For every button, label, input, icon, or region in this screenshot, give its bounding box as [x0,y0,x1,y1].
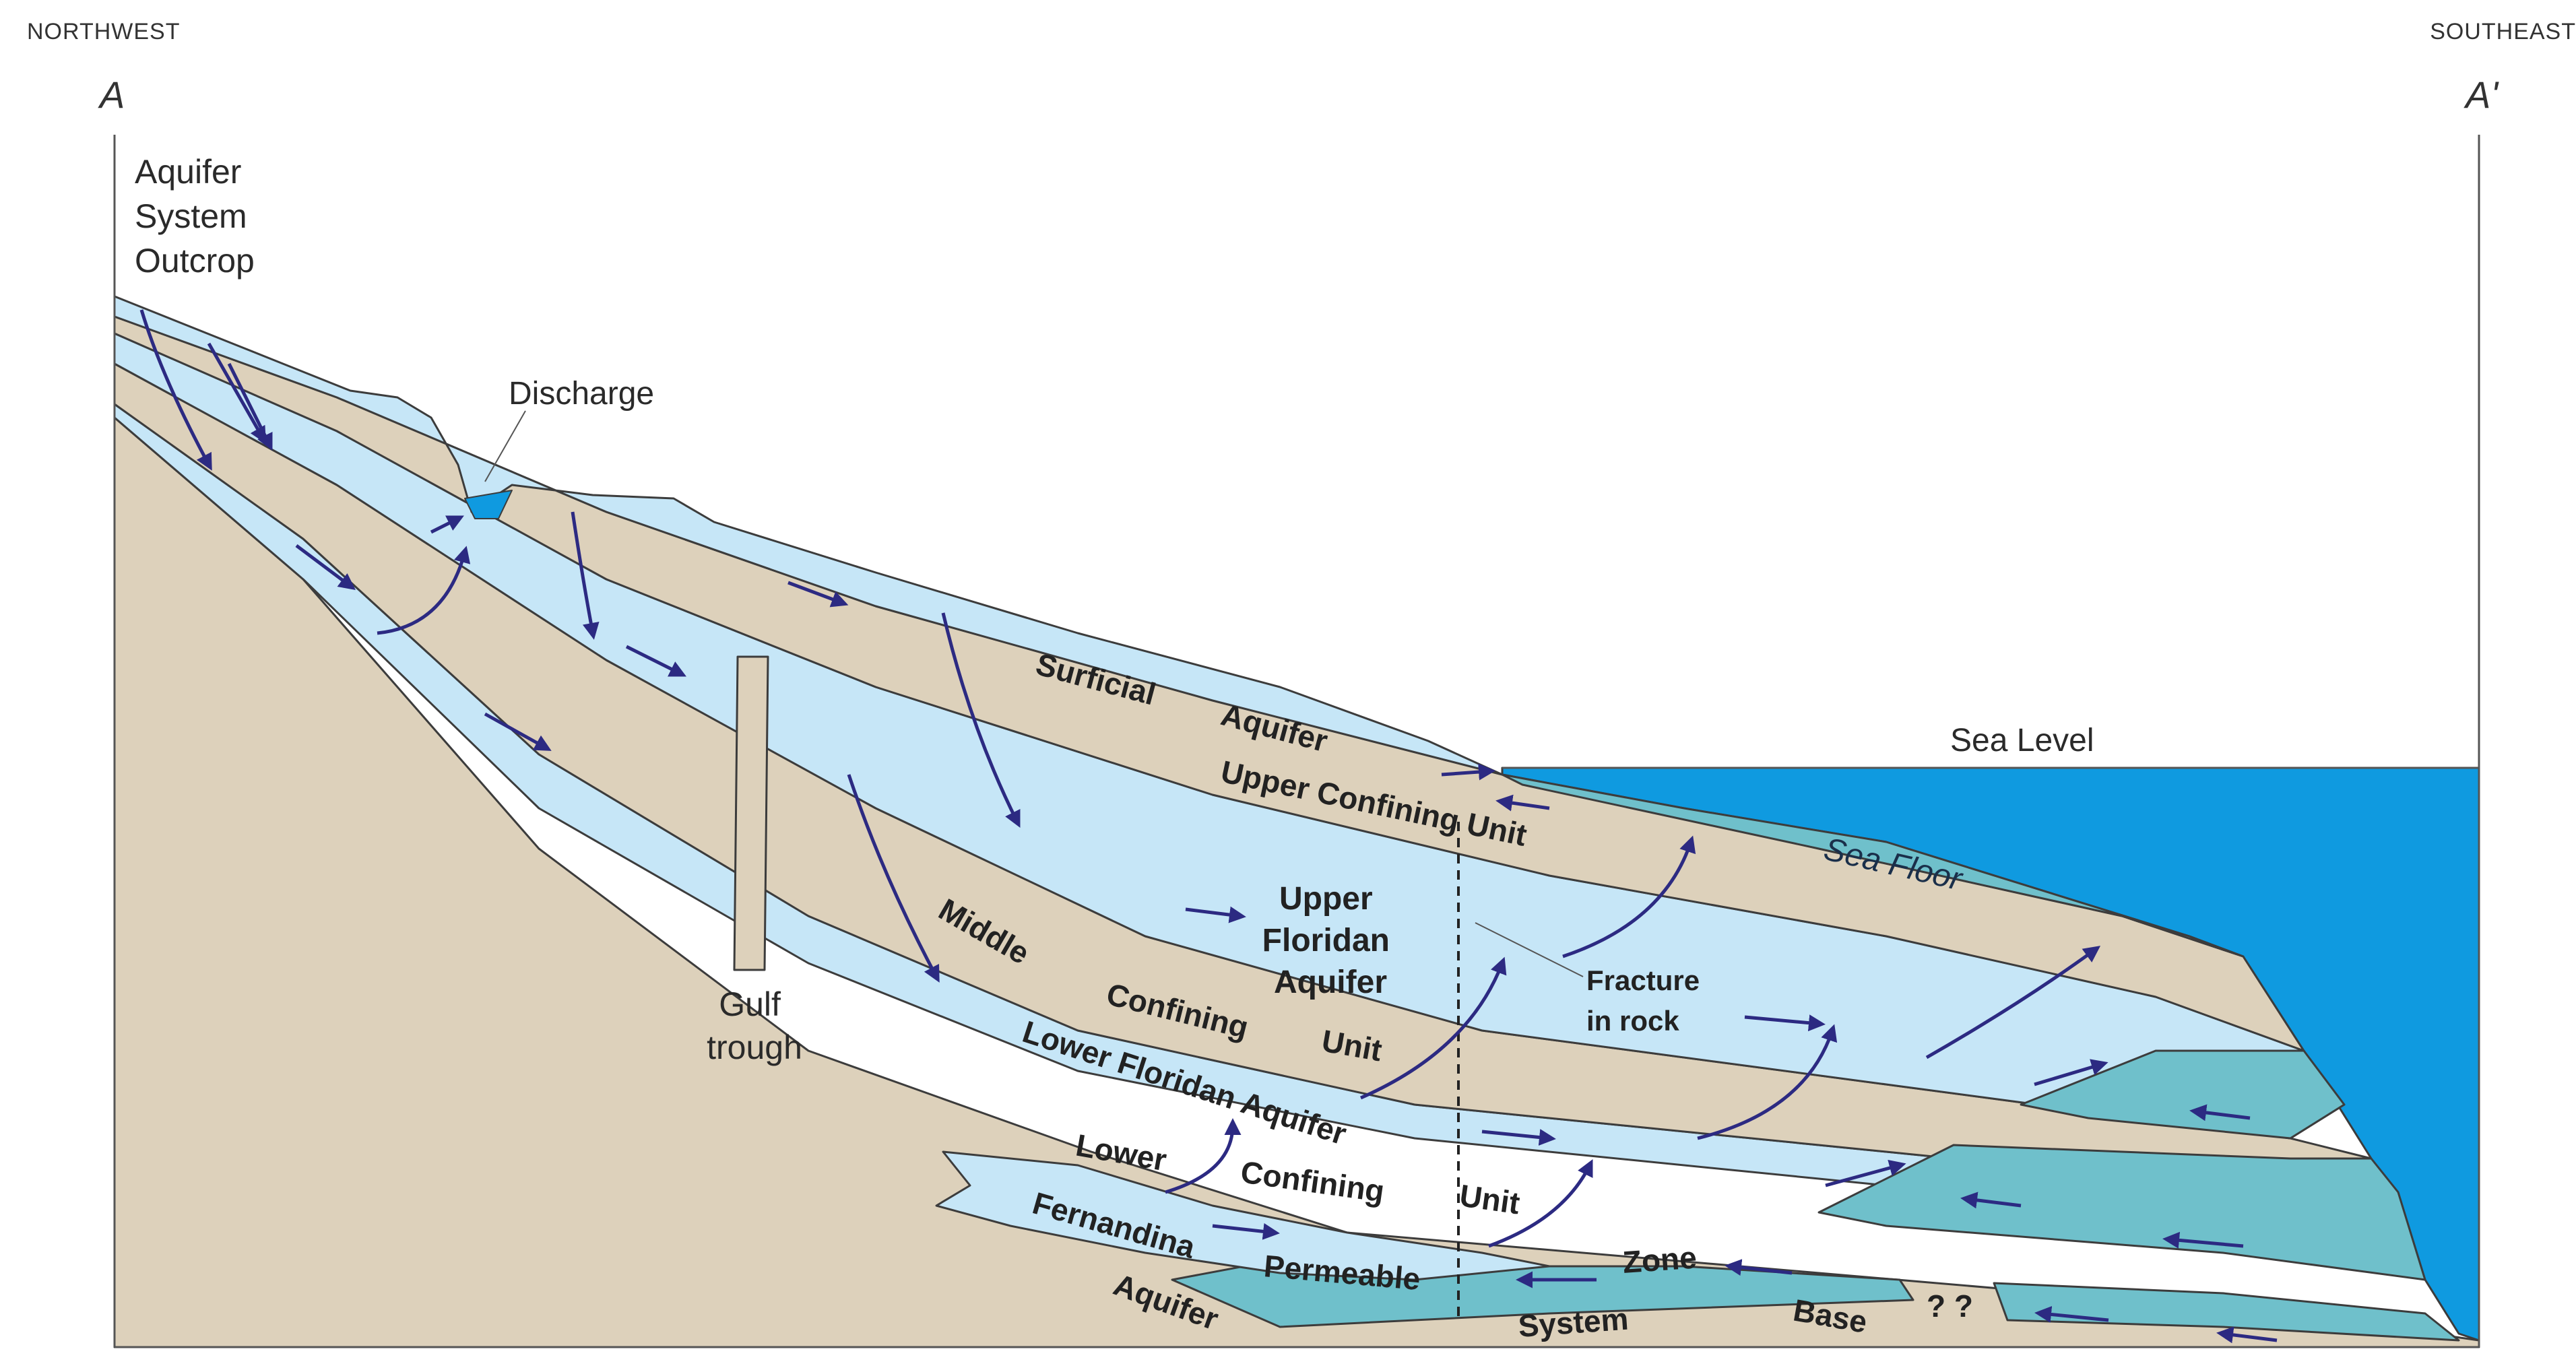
flow-arrow [1825,1159,1906,1187]
flow-arrow [1925,946,2101,1059]
discharge-pond [464,490,513,519]
outcrop-label: Aquifer System Outcrop [135,153,257,280]
section-end-a-prime: A' [2464,73,2499,116]
layer-group [113,295,2480,1348]
flow-arrow [227,362,273,451]
flow-arrow [295,544,356,590]
zone-label: Zone [1621,1239,1698,1280]
flow-arrow [1212,1222,1280,1240]
section-frame [113,135,2480,1348]
fracture-leader [1475,922,1584,977]
flow-arrow [941,612,1021,828]
gulf-trough [733,655,769,971]
flow-arrow [2034,1306,2109,1323]
flow-arrow [430,515,464,534]
flow-arrow [139,309,212,471]
fernandina-permeable-zone [935,1150,1551,1281]
lower-unit-label: Unit [1458,1177,1522,1220]
base-system-label: System [1517,1301,1630,1344]
lower-confining-label: Confining [1239,1154,1387,1208]
flow-arrow [1562,835,1696,958]
section-end-a: A [98,73,125,116]
flow-arrow [1165,1118,1242,1194]
flow-arrow [377,546,471,635]
discharge-label: Discharge [509,376,654,412]
flow-arrow [484,712,552,751]
saline-zone-base-offshore [1993,1282,2460,1342]
flow-arrows [139,309,2278,1344]
flow-arrow [1960,1192,2022,1209]
saline-zone-upper [1501,773,2245,958]
flow-arrow [1481,1129,1556,1146]
flow-arrow [1495,794,1550,812]
fracture-label: Fracture in rock [1586,965,1708,1037]
discharge-leader [484,410,526,482]
flow-arrow [1359,956,1507,1100]
flow-arrow [1744,1014,1826,1032]
gulf-trough-label: Gulf trough [707,985,802,1066]
upper-floridan-label: Upper Floridan Aquifer [1262,881,1399,1000]
flow-arrow [625,645,686,677]
saline-zone-lower [1817,1144,2426,1281]
uncertain-label: ? ? [1927,1289,1973,1324]
flow-arrow [207,342,266,444]
surficial-aquifer-layer [113,295,1504,776]
flow-arrow [1725,1259,1793,1276]
flow-arrow [1697,1024,1838,1140]
southeast-label: SOUTHEAST [2430,19,2576,44]
northwest-label: NORTHWEST [27,19,180,44]
flow-arrow [1441,763,1495,781]
sea-level-label: Sea Level [1950,723,2094,758]
flow-arrow [1488,1159,1593,1248]
flow-arrow [847,774,940,983]
flow-arrow [2216,1326,2278,1344]
flow-arrow [2189,1104,2251,1121]
flow-arrow [2034,1059,2108,1086]
flow-arrow [787,581,849,608]
flow-arrow [571,511,600,640]
flow-arrow [1185,906,1246,923]
flow-arrow [2162,1231,2244,1249]
